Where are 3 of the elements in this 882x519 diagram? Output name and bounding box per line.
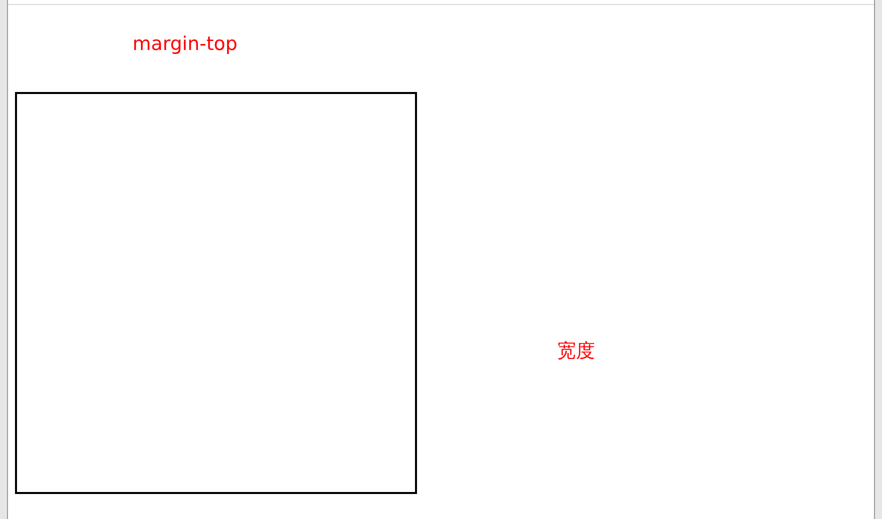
note-text: margin-top: [132, 33, 238, 55]
square-box: [15, 92, 417, 494]
note-text: 宽度: [557, 339, 595, 364]
